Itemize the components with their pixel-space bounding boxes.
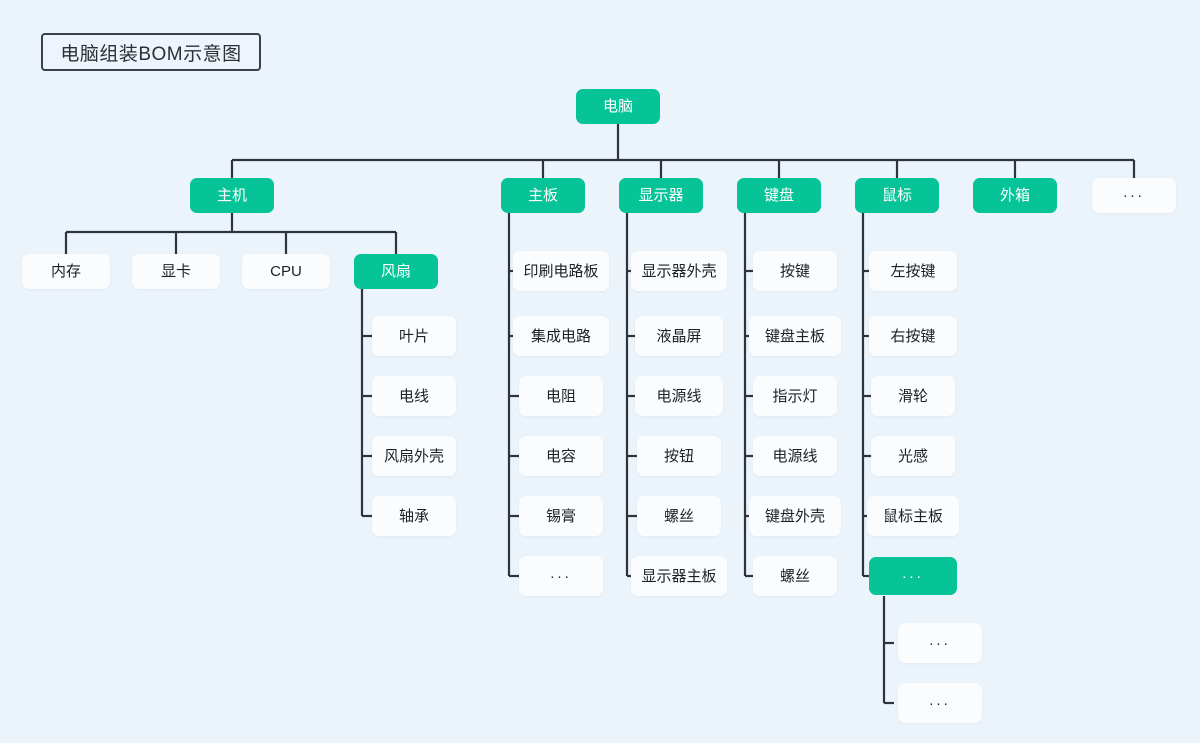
node-fan-bearing[interactable]: 轴承 bbox=[372, 496, 456, 536]
node-label: 主机 bbox=[216, 187, 247, 204]
node-gpu[interactable]: 显卡 bbox=[132, 254, 220, 289]
node-cpu[interactable]: CPU bbox=[242, 254, 330, 289]
node-scroll-wheel[interactable]: 滑轮 bbox=[871, 376, 955, 416]
ellipsis-icon: ... bbox=[929, 691, 951, 709]
node-label: 电脑 bbox=[602, 98, 633, 115]
node-fan-wire[interactable]: 电线 bbox=[372, 376, 456, 416]
node-memory[interactable]: 内存 bbox=[22, 254, 110, 289]
node-monitor-button[interactable]: 按钮 bbox=[637, 436, 721, 476]
node-root-computer[interactable]: 电脑 bbox=[576, 89, 660, 124]
node-monitor-shell[interactable]: 显示器外壳 bbox=[631, 251, 727, 291]
node-label: 电容 bbox=[545, 447, 576, 465]
node-label: 锡膏 bbox=[545, 507, 576, 525]
node-mouse-more[interactable]: ... bbox=[869, 557, 957, 595]
node-label: 按键 bbox=[779, 262, 810, 280]
node-fan-shell[interactable]: 风扇外壳 bbox=[372, 436, 456, 476]
node-ic[interactable]: 集成电路 bbox=[513, 316, 609, 356]
ellipsis-icon: ... bbox=[929, 631, 951, 649]
node-optical-sensor[interactable]: 光感 bbox=[871, 436, 955, 476]
node-label: 显卡 bbox=[160, 263, 191, 280]
diagram-title: 电脑组装BOM示意图 bbox=[41, 33, 261, 71]
node-label: 内存 bbox=[50, 263, 81, 280]
node-keyboard-power-cord[interactable]: 电源线 bbox=[753, 436, 837, 476]
node-label: 主板 bbox=[527, 187, 558, 204]
node-label: 指示灯 bbox=[772, 387, 818, 405]
node-keyboard-mainboard[interactable]: 键盘主板 bbox=[749, 316, 841, 356]
node-label: 外箱 bbox=[999, 187, 1030, 204]
node-host[interactable]: 主机 bbox=[190, 178, 274, 213]
node-left-button[interactable]: 左按键 bbox=[869, 251, 957, 291]
node-label: 左按键 bbox=[890, 262, 936, 280]
node-label: 液晶屏 bbox=[656, 327, 702, 345]
node-mouse-more-child-2[interactable]: ... bbox=[898, 683, 982, 723]
node-fan[interactable]: 风扇 bbox=[354, 254, 438, 289]
node-capacitor[interactable]: 电容 bbox=[519, 436, 603, 476]
node-case[interactable]: 外箱 bbox=[973, 178, 1057, 213]
ellipsis-icon: ... bbox=[1123, 184, 1145, 201]
node-mouse[interactable]: 鼠标 bbox=[855, 178, 939, 213]
node-level2-more[interactable]: ... bbox=[1092, 178, 1176, 213]
node-monitor[interactable]: 显示器 bbox=[619, 178, 703, 213]
node-keyboard[interactable]: 键盘 bbox=[737, 178, 821, 213]
node-keyboard-shell[interactable]: 键盘外壳 bbox=[749, 496, 841, 536]
node-solder-paste[interactable]: 锡膏 bbox=[519, 496, 603, 536]
node-label: 显示器 bbox=[638, 187, 684, 204]
node-mainboard-more[interactable]: ... bbox=[519, 556, 603, 596]
node-mouse-more-child-1[interactable]: ... bbox=[898, 623, 982, 663]
node-label: 键盘 bbox=[763, 187, 794, 204]
node-label: 电源线 bbox=[772, 447, 818, 465]
node-label: CPU bbox=[270, 263, 302, 280]
node-label: 显示器外壳 bbox=[641, 262, 717, 280]
node-label: 键盘外壳 bbox=[764, 507, 825, 525]
node-lcd-panel[interactable]: 液晶屏 bbox=[635, 316, 723, 356]
node-label: 鼠标主板 bbox=[882, 507, 943, 525]
diagram-title-text: 电脑组装BOM示意图 bbox=[60, 43, 242, 65]
node-mainboard[interactable]: 主板 bbox=[501, 178, 585, 213]
node-label: 集成电路 bbox=[530, 327, 591, 345]
node-keyboard-screw[interactable]: 螺丝 bbox=[753, 556, 837, 596]
node-monitor-power-cord[interactable]: 电源线 bbox=[635, 376, 723, 416]
node-label: 电源线 bbox=[656, 387, 702, 405]
node-label: 键盘主板 bbox=[764, 327, 825, 345]
node-label: 风扇外壳 bbox=[383, 447, 444, 465]
node-label: 显示器主板 bbox=[641, 567, 717, 585]
node-label: 叶片 bbox=[398, 327, 429, 345]
node-label: 光感 bbox=[897, 447, 928, 465]
node-label: 右按键 bbox=[890, 327, 936, 345]
ellipsis-icon: ... bbox=[550, 564, 572, 582]
node-pcb[interactable]: 印刷电路板 bbox=[513, 251, 609, 291]
node-label: 轴承 bbox=[398, 507, 429, 525]
node-right-button[interactable]: 右按键 bbox=[869, 316, 957, 356]
node-label: 滑轮 bbox=[897, 387, 928, 405]
node-label: 螺丝 bbox=[663, 507, 694, 525]
node-fan-blade[interactable]: 叶片 bbox=[372, 316, 456, 356]
node-label: 按钮 bbox=[663, 447, 694, 465]
node-monitor-screw[interactable]: 螺丝 bbox=[637, 496, 721, 536]
node-label: 螺丝 bbox=[779, 567, 810, 585]
node-mouse-mainboard[interactable]: 鼠标主板 bbox=[867, 496, 959, 536]
node-monitor-mainboard[interactable]: 显示器主板 bbox=[631, 556, 727, 596]
node-indicator-light[interactable]: 指示灯 bbox=[753, 376, 837, 416]
ellipsis-icon: ... bbox=[902, 564, 924, 582]
node-resistor[interactable]: 电阻 bbox=[519, 376, 603, 416]
node-label: 电阻 bbox=[545, 387, 576, 405]
node-key[interactable]: 按键 bbox=[753, 251, 837, 291]
node-label: 风扇 bbox=[380, 263, 411, 280]
node-label: 鼠标 bbox=[881, 187, 912, 204]
node-label: 印刷电路板 bbox=[523, 262, 599, 280]
node-label: 电线 bbox=[398, 387, 429, 405]
